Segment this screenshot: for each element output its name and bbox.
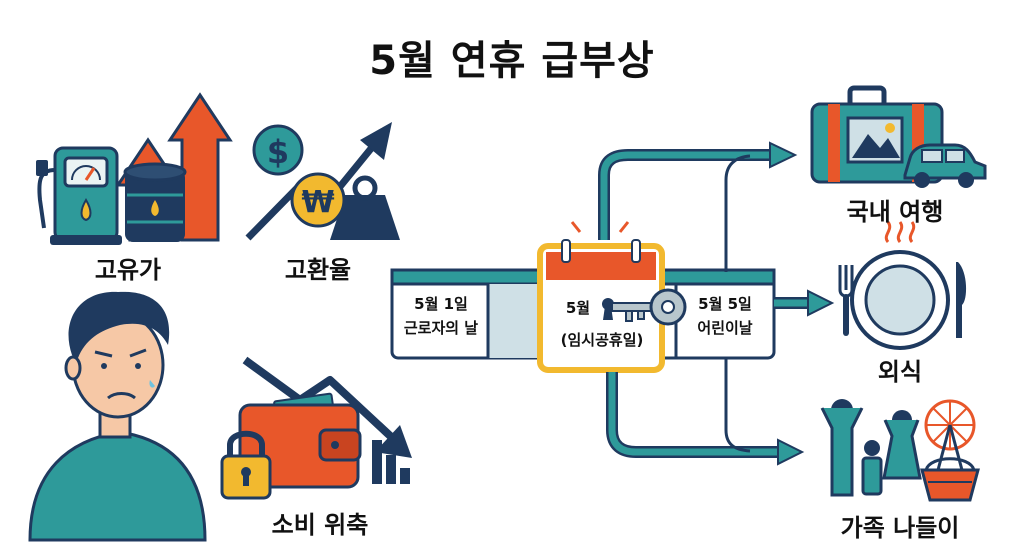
may1-holiday: 근로자의 날 — [403, 319, 479, 337]
route-arrows — [598, 141, 835, 466]
may-center-date: 5월 — [565, 299, 591, 317]
may5-holiday: 어린이날 — [697, 319, 753, 337]
dining-out-label: 외식 — [877, 358, 923, 386]
worried-person-icon — [28, 291, 207, 542]
travel-icon — [810, 85, 987, 188]
dining-icon — [838, 221, 967, 350]
exchange-rate-label: 고환율 — [284, 256, 352, 284]
oil-price-icon — [36, 92, 233, 245]
exchange-rate-icon: $ ₩ — [245, 122, 400, 241]
may-center-holiday: (임시공휴일) — [560, 331, 644, 349]
spending-decline-icon — [220, 356, 412, 500]
page-title: 5월 연휴 급부상 — [369, 38, 655, 84]
won-symbol: ₩ — [301, 185, 334, 220]
may5-date: 5월 5일 — [698, 295, 752, 313]
dollar-symbol: $ — [267, 133, 289, 171]
spending-decline-label: 소비 위축 — [271, 511, 369, 539]
may1-date: 5월 1일 — [414, 295, 468, 313]
family-outing-label: 가족 나들이 — [840, 514, 960, 542]
domestic-travel-label: 국내 여행 — [846, 198, 944, 226]
calendar-strip — [390, 212, 776, 373]
family-outing-icon — [820, 399, 980, 502]
oil-price-label: 고유가 — [94, 256, 162, 284]
